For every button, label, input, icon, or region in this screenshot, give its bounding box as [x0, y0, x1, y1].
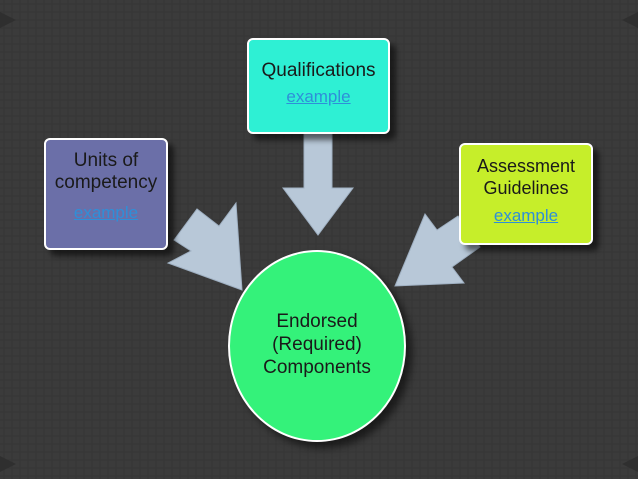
endorsed-components-node: Endorsed (Required) Components	[228, 250, 406, 442]
center-line1: Endorsed	[276, 311, 358, 332]
units-title-line1: Units of	[73, 150, 139, 171]
qualifications-example-link[interactable]: example	[286, 87, 351, 106]
qualifications-box: Qualifications example	[247, 38, 390, 134]
assessment-title-line1: Assessment	[476, 156, 576, 176]
units-of-competency-box: Units of competency example	[44, 138, 168, 250]
arrow-assessment-to-center	[394, 213, 481, 287]
qualifications-title: Qualifications	[261, 60, 376, 81]
center-line3: Components	[263, 357, 371, 378]
assessment-title-line2: Guidelines	[483, 178, 569, 198]
units-example-link[interactable]: example	[73, 203, 139, 222]
center-line2: (Required)	[272, 334, 362, 355]
arrow-qualifications-to-center	[282, 131, 354, 236]
units-title-line2: competency	[54, 172, 158, 193]
assessment-guidelines-box: Assessment Guidelines example	[459, 143, 593, 245]
arrow-units-to-center	[166, 201, 243, 291]
assessment-example-link[interactable]: example	[493, 206, 559, 225]
